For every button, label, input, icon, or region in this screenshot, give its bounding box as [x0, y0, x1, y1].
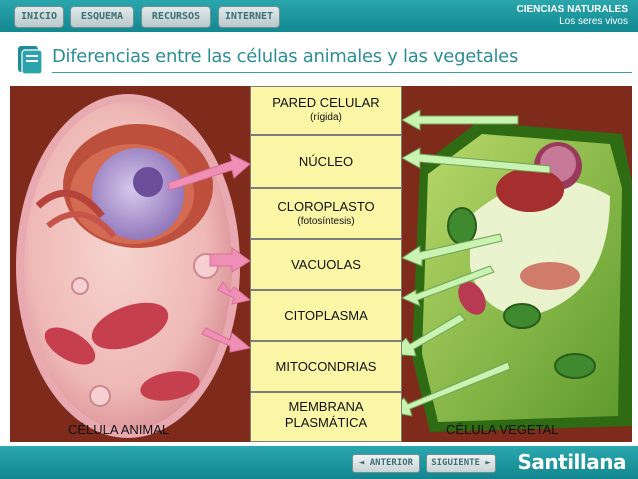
brand-logo: Santillana	[517, 450, 627, 474]
label-citoplasma: CITOPLASMA	[250, 290, 402, 341]
label-membrana-plasmatica: MEMBRANA PLASMÁTICA	[250, 392, 402, 442]
nav-internet-button[interactable]: INTERNET	[218, 6, 280, 28]
animal-cell-label: CÉLULA ANIMAL	[68, 422, 170, 437]
label-mitocondrias: MITOCONDRIAS	[250, 341, 402, 392]
label-vacuolas: VACUOLAS	[250, 239, 402, 290]
nav-inicio-button[interactable]: INICIO	[14, 6, 64, 28]
label-nucleo: NÚCLEO	[250, 135, 402, 188]
structure-name: PARED CELULAR	[272, 95, 380, 110]
label-pared-celular: PARED CELULAR (rígida)	[250, 86, 402, 135]
plant-cell-label: CÉLULA VEGETAL	[446, 422, 559, 437]
animal-cell-drawing	[16, 94, 240, 438]
nav-recursos-button[interactable]: RECURSOS	[141, 6, 211, 28]
subject-info: CIENCIAS NATURALES Los seres vivos	[517, 4, 628, 28]
structure-note: (rígida)	[310, 112, 342, 123]
structure-name: CITOPLASMA	[284, 308, 368, 323]
structures-label-column: PARED CELULAR (rígida) NÚCLEO CLOROPLAST…	[250, 86, 402, 442]
structure-name: NÚCLEO	[298, 154, 354, 169]
subject-area: CIENCIAS NATURALES	[516, 4, 628, 15]
previous-button[interactable]: ◄ ANTERIOR	[352, 454, 420, 473]
plant-arrows	[388, 109, 551, 417]
nav-esquema-button[interactable]: ESQUEMA	[70, 6, 134, 28]
structure-name: VACUOLAS	[291, 257, 361, 272]
cell-comparison-figure: PARED CELULAR (rígida) NÚCLEO CLOROPLAST…	[10, 86, 632, 442]
document-icon	[18, 46, 43, 75]
title-bar: Diferencias entre las células animales y…	[0, 36, 638, 80]
structure-name: MEMBRANA PLASMÁTICA	[284, 399, 368, 430]
top-nav-bar: INICIO ESQUEMA RECURSOS INTERNET CIENCIA…	[0, 0, 638, 32]
subject-unit: Los seres vivos	[559, 16, 628, 27]
plant-cell-drawing	[412, 122, 632, 432]
page-title: Diferencias entre las células animales y…	[52, 46, 519, 67]
title-divider	[52, 72, 632, 73]
label-cloroplasto: CLOROPLASTO (fotosíntesis)	[250, 188, 402, 239]
next-button[interactable]: SIGUIENTE ►	[426, 454, 496, 473]
cells-illustration	[16, 94, 632, 438]
structure-name: MITOCONDRIAS	[275, 359, 377, 374]
animal-arrows	[167, 153, 252, 353]
structure-name: CLOROPLASTO	[277, 199, 375, 214]
structure-note: (fotosíntesis)	[297, 216, 355, 227]
footer-bar: ◄ ANTERIOR SIGUIENTE ► Santillana	[0, 446, 638, 479]
